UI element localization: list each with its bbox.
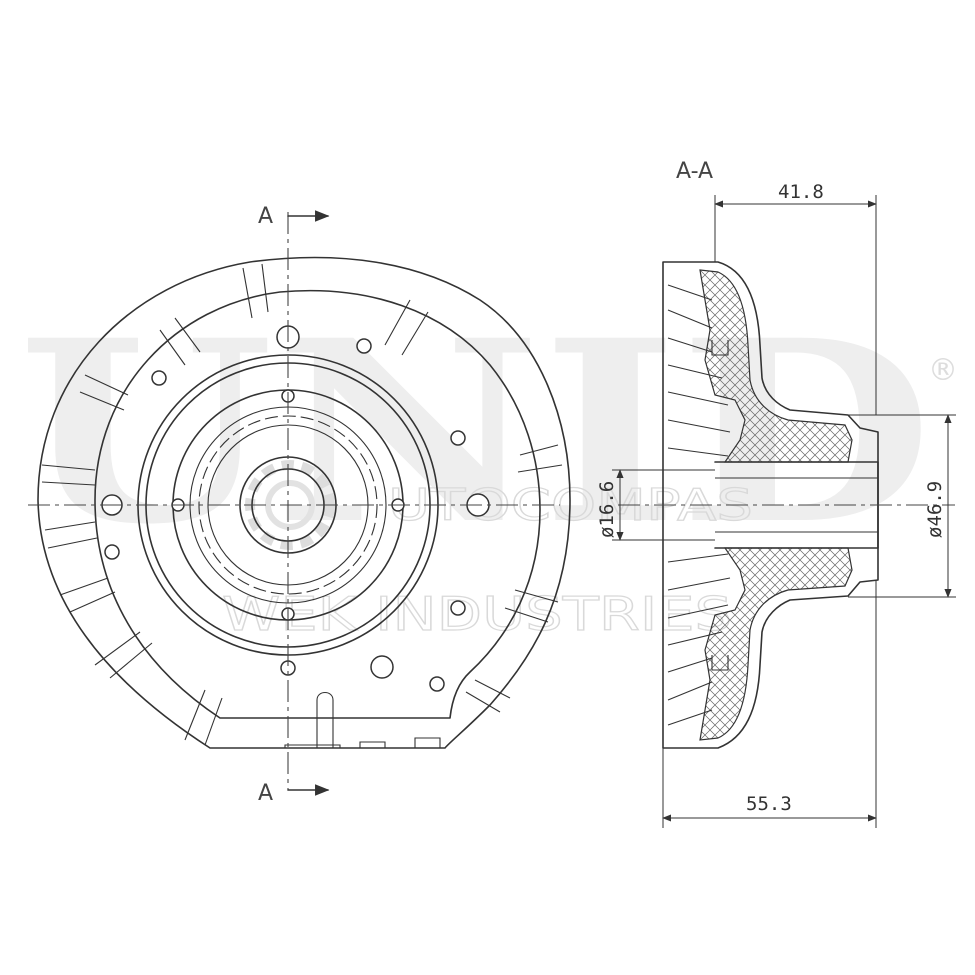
inner-sleeve-bore bbox=[715, 477, 878, 533]
section-marker-bottom: A bbox=[258, 781, 273, 806]
hole-small-6 bbox=[429, 676, 445, 692]
hole-small-4 bbox=[450, 600, 466, 616]
section-view: A-A 41.8 55.3 ø16.6 ø46.9 bbox=[596, 159, 956, 828]
dim-top-width: 41.8 bbox=[778, 181, 824, 203]
outer-flange-outline bbox=[37, 256, 571, 749]
radial-ribs bbox=[41, 263, 563, 746]
inner-flange-outline bbox=[94, 289, 541, 719]
section-outer-profile bbox=[662, 261, 879, 749]
hole-small-5 bbox=[104, 544, 120, 560]
hole-small-2 bbox=[151, 370, 167, 386]
dim-bore-diameter: ø16.6 bbox=[596, 481, 618, 538]
front-view: A A bbox=[28, 204, 571, 806]
bottom-slot bbox=[316, 691, 334, 748]
dim-outer-diameter: ø46.9 bbox=[924, 481, 946, 538]
dim-bottom-width: 55.3 bbox=[746, 793, 792, 815]
section-title: A-A bbox=[676, 159, 713, 184]
section-ribs bbox=[667, 284, 731, 726]
rubber-hatched-region bbox=[699, 269, 853, 741]
section-marker-top: A bbox=[258, 204, 273, 229]
hole-small-3 bbox=[450, 430, 466, 446]
hole-bottom bbox=[370, 655, 394, 679]
hole-small-1 bbox=[356, 338, 372, 354]
watermark-line2: WEK INDUSTRIES bbox=[222, 587, 732, 641]
bottom-tab bbox=[284, 737, 441, 748]
watermark-registered: ® bbox=[928, 353, 958, 388]
